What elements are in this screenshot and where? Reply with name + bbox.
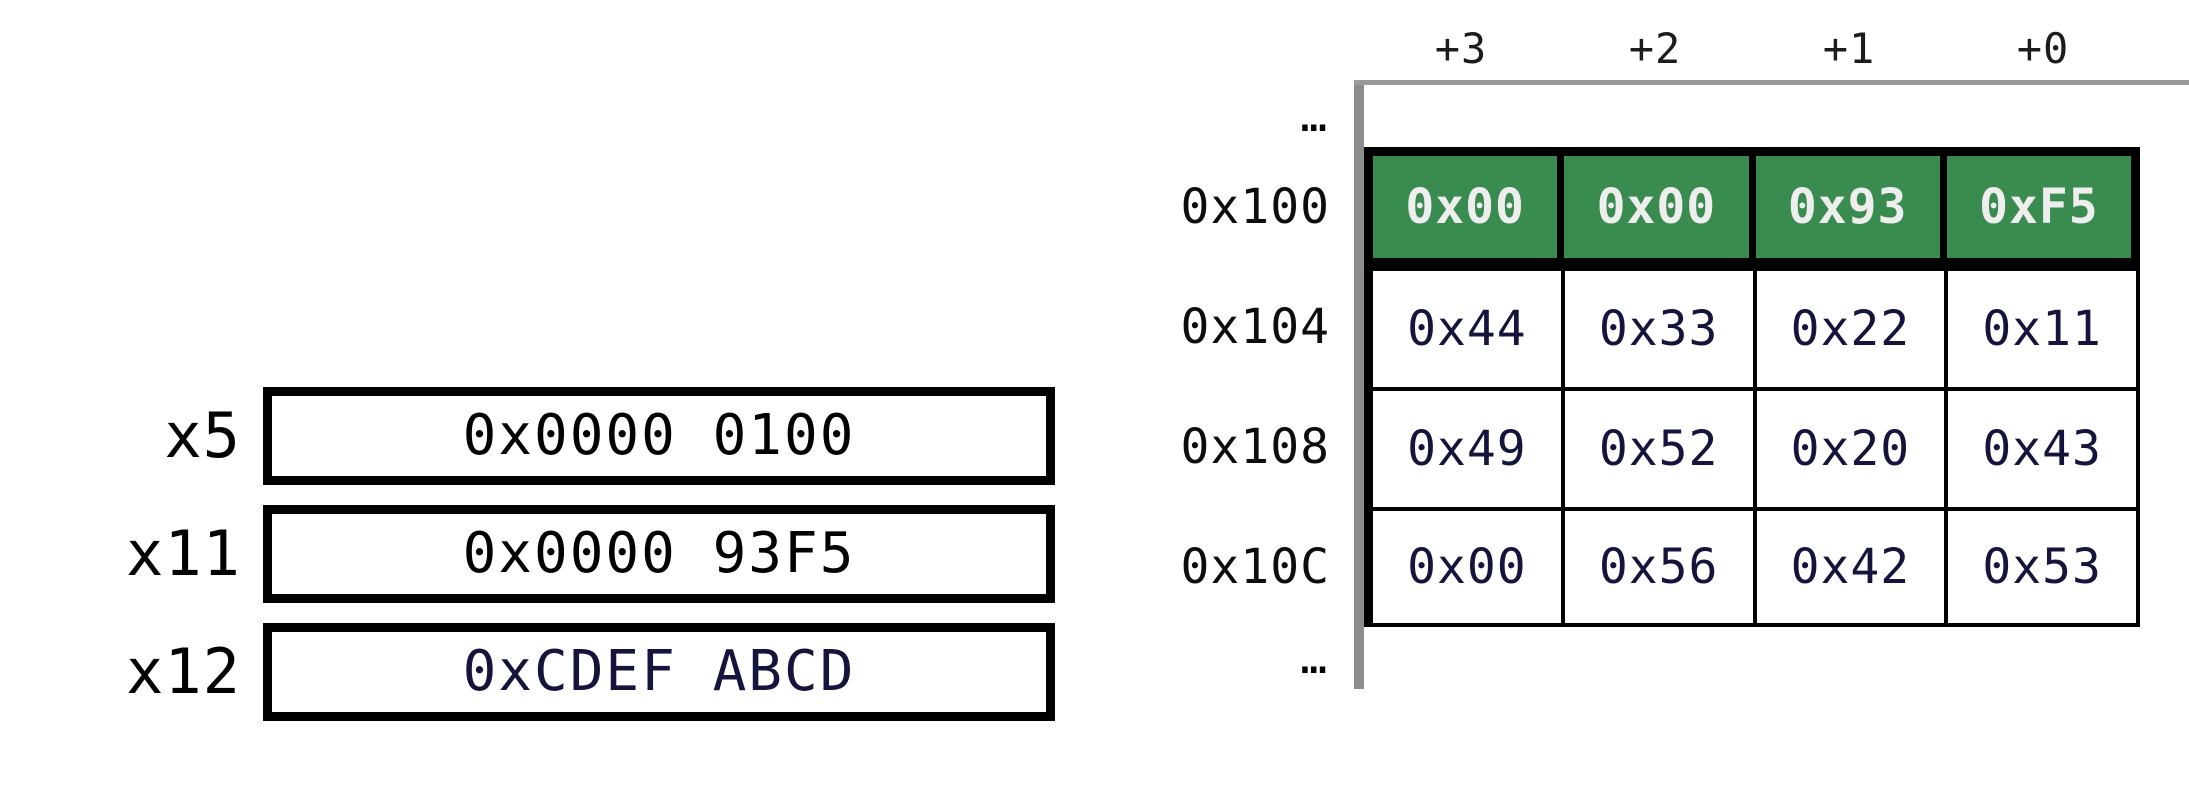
memory-row-cells: 0x00 0x00 0x93 0xF5 (1364, 147, 2140, 267)
memory-row-cells: 0x49 0x52 0x20 0x43 (1364, 387, 2140, 507)
memory-address-0x108: 0x108 (1180, 419, 1330, 475)
memory-top-divider (1354, 80, 2189, 85)
register-box-x12: 0xCDEF ABCD (263, 623, 1055, 721)
memory-byte-0x10B: 0x49 (1373, 391, 1565, 507)
register-row: x11 0x0000 93F5 (95, 504, 1055, 604)
memory-byte-0x101: 0x93 (1755, 156, 1947, 258)
memory-byte-0x10D: 0x42 (1756, 511, 1949, 623)
ellipsis-label-bottom: … (1300, 632, 1330, 684)
register-value-x5: 0x0000 0100 (462, 403, 856, 468)
register-row: x5 0x0000 0100 (95, 386, 1055, 486)
memory-byte-0x107: 0x44 (1373, 271, 1565, 387)
memory-byte-0x105: 0x22 (1756, 271, 1949, 387)
memory-byte-0x10F: 0x00 (1373, 511, 1565, 623)
memory-byte-0x100: 0xF5 (1946, 156, 2131, 258)
byte-offset-header-plus3: +3 (1434, 24, 1488, 73)
memory-byte-0x10A: 0x52 (1564, 391, 1757, 507)
register-box-x11: 0x0000 93F5 (263, 505, 1055, 603)
byte-offset-header-plus0: +0 (2016, 24, 2070, 73)
memory-address-0x100: 0x100 (1180, 179, 1330, 235)
register-name-x12: x12 (126, 635, 241, 708)
register-box-x5: 0x0000 0100 (263, 387, 1055, 485)
ellipsis-label-top: … (1300, 90, 1330, 142)
memory-row-0x100: 0x100 0x00 0x00 0x93 0xF5 (1140, 147, 2140, 267)
memory-row-cells-blank (1364, 85, 2140, 147)
memory-column-headers: +3 +2 +1 +0 (1140, 18, 2140, 80)
memory-byte-0x103: 0x00 (1373, 156, 1565, 258)
memory-row-cells: 0x44 0x33 0x22 0x11 (1364, 267, 2140, 387)
register-value-x11: 0x0000 93F5 (462, 521, 856, 586)
memory-byte-0x104: 0x11 (1948, 271, 2136, 387)
memory-left-rail (1354, 627, 1364, 689)
memory-byte-0x102: 0x00 (1564, 156, 1756, 258)
memory-left-rail (1354, 507, 1364, 627)
register-name-x5: x5 (164, 399, 241, 472)
byte-offset-header-plus2: +2 (1628, 24, 1682, 73)
memory-row-cells-blank (1364, 627, 2140, 689)
memory-row-ellipsis-bottom: … (1140, 627, 2140, 689)
memory-byte-0x109: 0x20 (1756, 391, 1949, 507)
memory-address-0x10C: 0x10C (1180, 539, 1330, 595)
register-file: x5 0x0000 0100 x11 0x0000 93F5 x12 0xCDE… (95, 386, 1055, 722)
memory-left-rail (1354, 267, 1364, 387)
memory-row-0x10C: 0x10C 0x00 0x56 0x42 0x53 (1140, 507, 2140, 627)
memory-byte-0x10E: 0x56 (1564, 511, 1757, 623)
memory-row-0x108: 0x108 0x49 0x52 0x20 0x43 (1140, 387, 2140, 507)
register-name-x11: x11 (126, 517, 241, 590)
memory-byte-0x108: 0x43 (1948, 391, 2136, 507)
memory-left-rail (1354, 85, 1364, 147)
memory-left-rail (1354, 147, 1364, 267)
register-row: x12 0xCDEF ABCD (95, 622, 1055, 722)
memory-byte-0x10C: 0x53 (1948, 511, 2136, 623)
memory-table: +3 +2 +1 +0 … 0x100 0x00 0x00 0x93 0xF5 (1140, 18, 2189, 689)
byte-offset-header-plus1: +1 (1822, 24, 1876, 73)
offset-header-cells: +3 +2 +1 +0 (1364, 28, 2140, 70)
memory-row-0x104: 0x104 0x44 0x33 0x22 0x11 (1140, 267, 2140, 387)
register-value-x12: 0xCDEF ABCD (462, 639, 856, 704)
memory-byte-0x106: 0x33 (1564, 271, 1757, 387)
memory-row-cells: 0x00 0x56 0x42 0x53 (1364, 507, 2140, 627)
memory-row-ellipsis-top: … (1140, 85, 2140, 147)
memory-address-0x104: 0x104 (1180, 299, 1330, 355)
memory-left-rail (1354, 387, 1364, 507)
